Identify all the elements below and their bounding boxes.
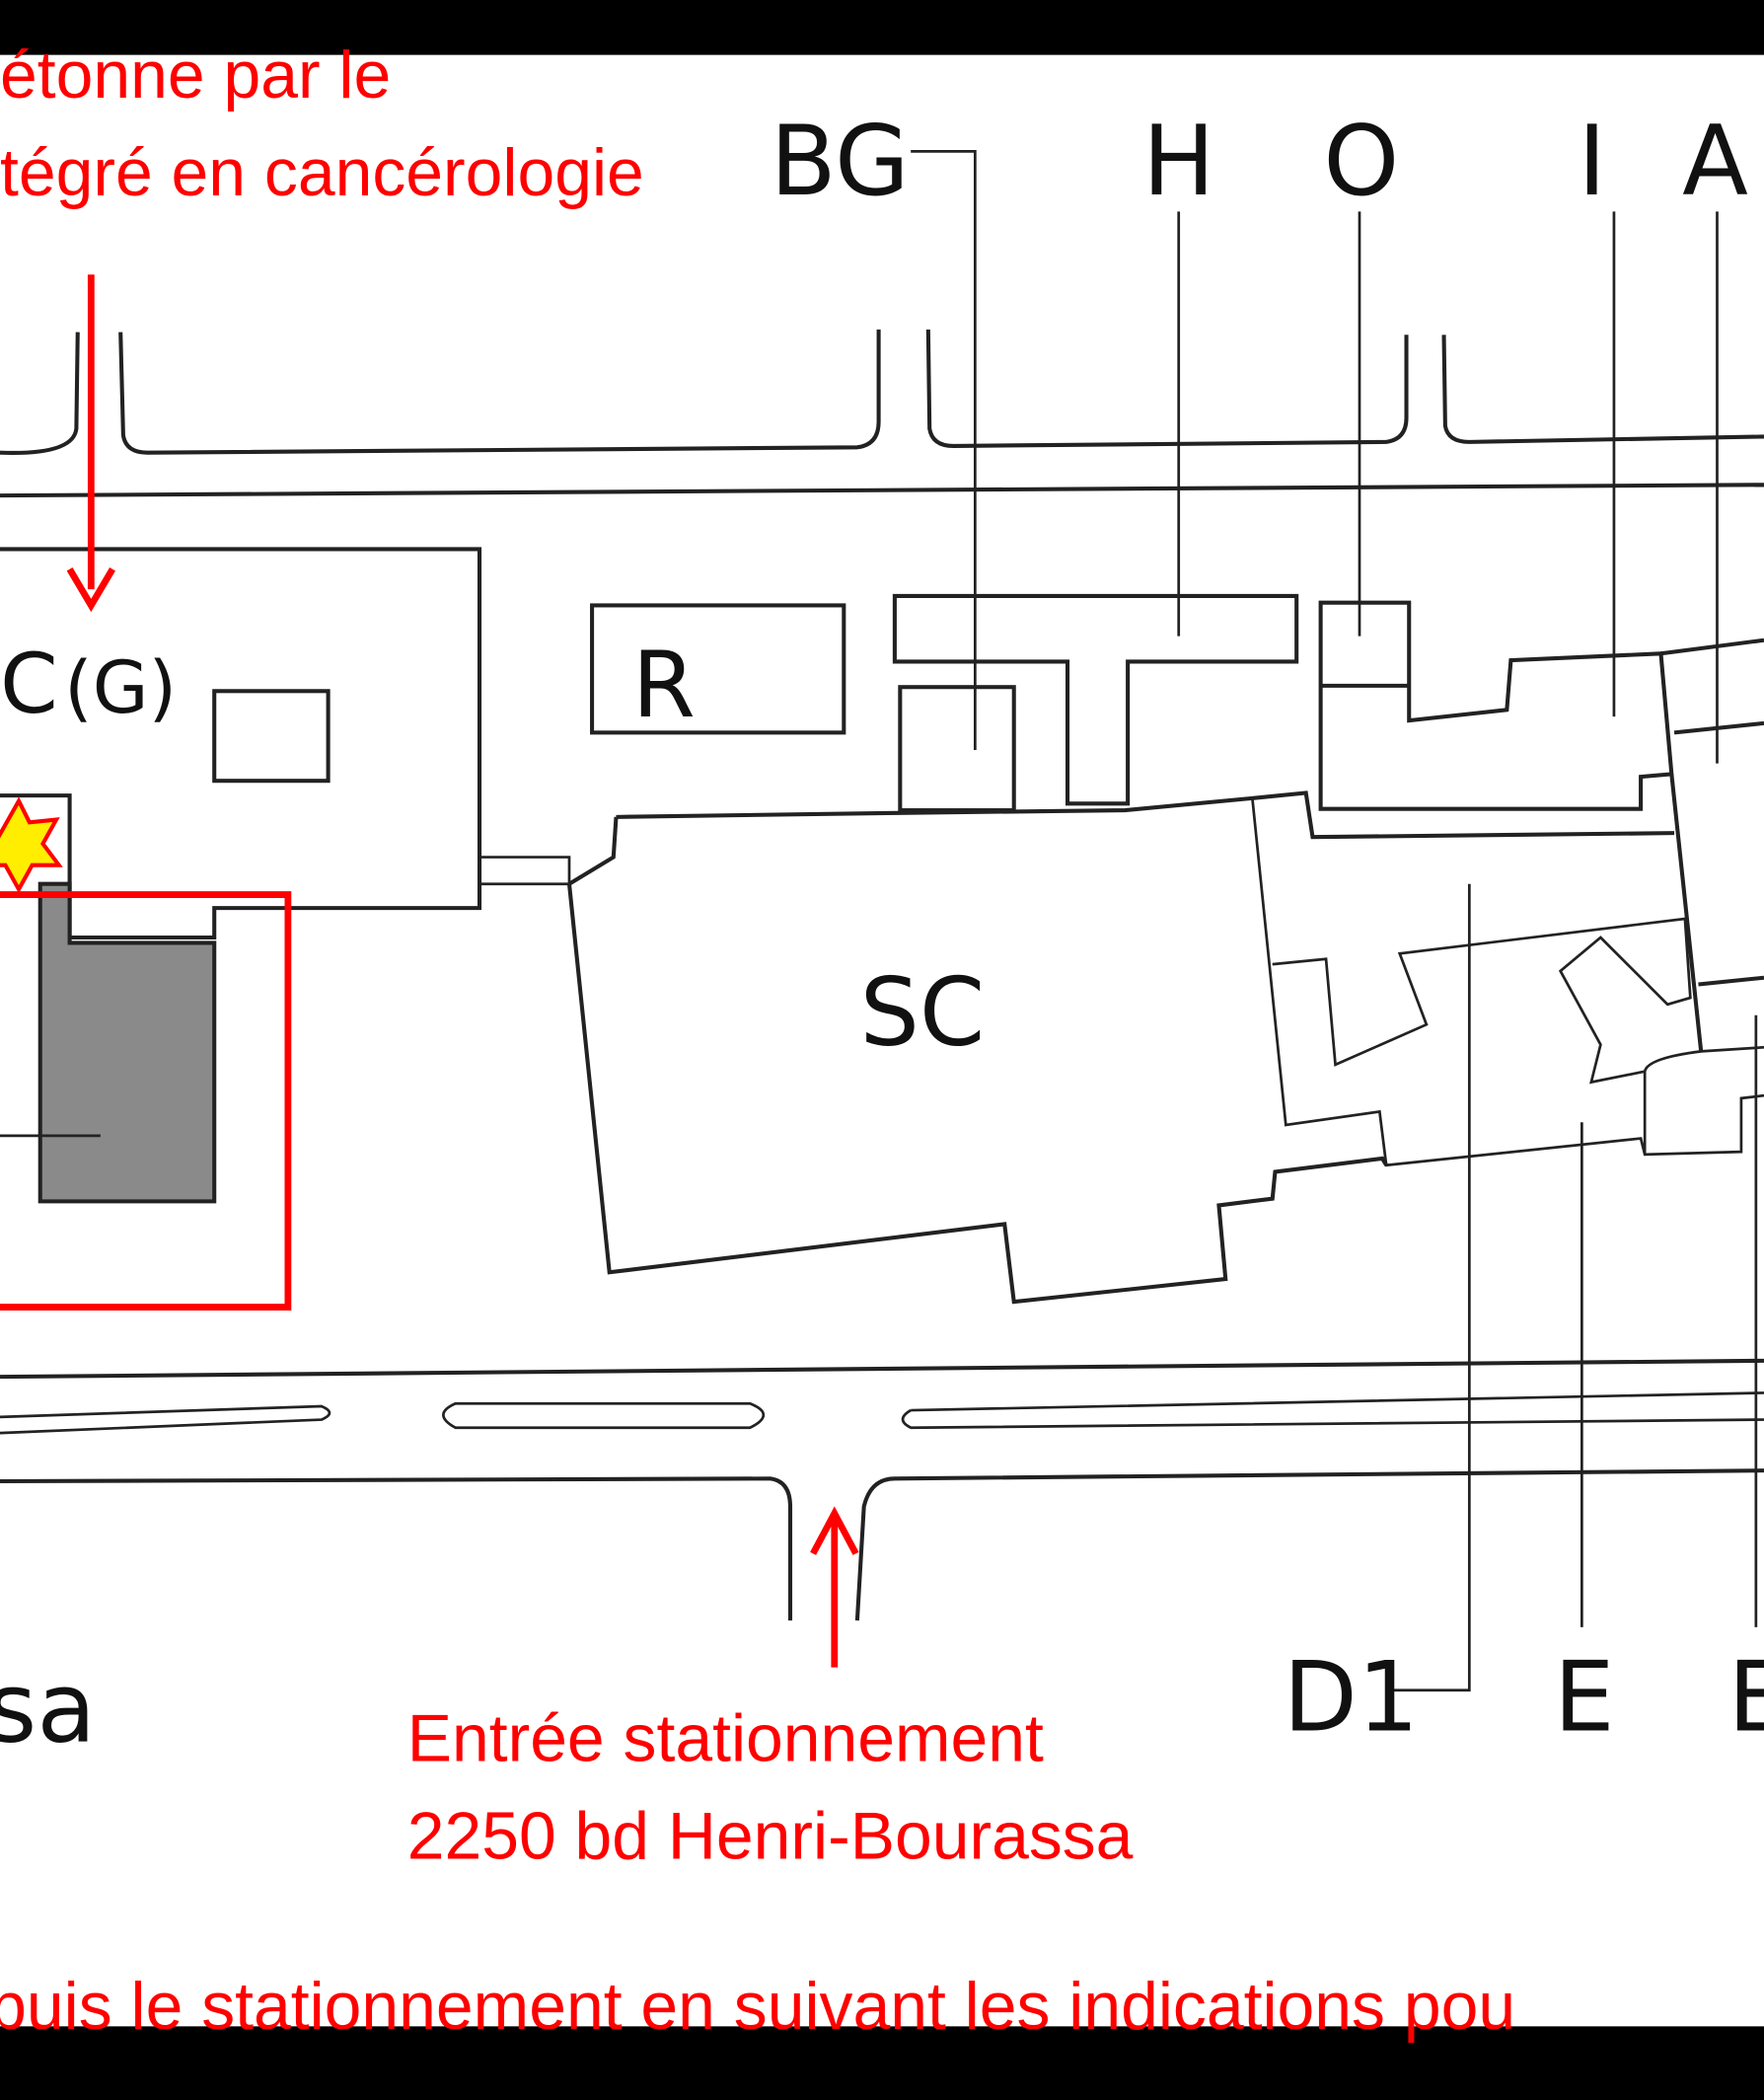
- label-g: (G): [64, 646, 177, 730]
- parking-structure: [37, 881, 217, 1204]
- label-b: E: [1727, 1641, 1764, 1754]
- entrance-label-line2: 2250 bd Henri-Bourassa: [407, 1800, 1134, 1874]
- annotation-top-line1: étonne par le: [0, 38, 391, 112]
- arrow-up-icon: [810, 1506, 859, 1668]
- highlight-box: [0, 891, 292, 1311]
- building-bg: [898, 685, 1016, 813]
- label-c: C: [0, 636, 58, 732]
- annotation-top-line2: tégré en cancérologie: [0, 136, 644, 210]
- label-r: R: [632, 632, 696, 738]
- label-i: I: [1578, 106, 1606, 218]
- building-c: [0, 547, 482, 940]
- building-c-annex: [212, 689, 331, 784]
- building-d1-e: [1251, 797, 1764, 1167]
- label-leader-lines: [911, 150, 1758, 1692]
- label-bg: BG: [771, 106, 910, 218]
- annotation-bottom-line: puis le stationnement en suivant les ind…: [0, 1970, 1515, 2044]
- street-name-fragment: sa: [0, 1652, 96, 1764]
- label-o: O: [1323, 106, 1399, 218]
- label-sc: SC: [860, 959, 986, 1068]
- label-d1: D1: [1284, 1641, 1419, 1754]
- label-h: H: [1142, 106, 1214, 218]
- entrance-label-line1: Entrée stationnement: [407, 1702, 1044, 1776]
- label-e: E: [1554, 1641, 1615, 1754]
- label-a: A: [1682, 106, 1748, 218]
- building-a: [1660, 638, 1764, 1052]
- road-north: [0, 329, 1764, 498]
- destination-star-icon: [0, 796, 63, 894]
- building-h: [892, 593, 1299, 806]
- connector: [479, 856, 571, 886]
- arrow-down-icon: [66, 274, 115, 613]
- building-r: [590, 603, 846, 735]
